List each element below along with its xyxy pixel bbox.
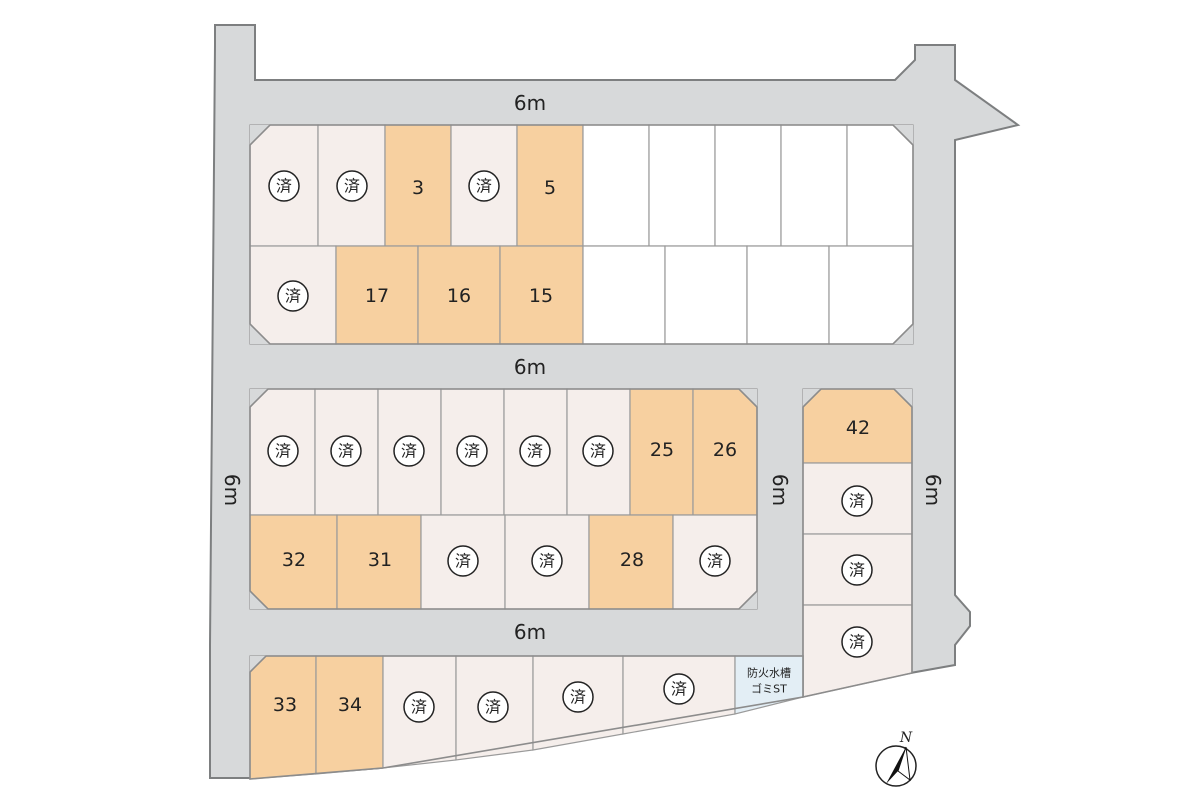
svg-text:済: 済	[464, 442, 480, 461]
sold-mark: 済	[277, 280, 309, 312]
facility-label: 防火水槽	[747, 666, 791, 680]
lot-42[interactable]	[802, 388, 913, 464]
sold-mark: 済	[403, 691, 435, 723]
road-width-label: 6m	[921, 474, 945, 506]
lot-number: 31	[368, 549, 392, 571]
svg-text:済: 済	[275, 442, 291, 461]
lot-unlisted	[846, 124, 914, 247]
road-width-label: 6m	[514, 620, 546, 644]
sold-mark: 済	[841, 554, 873, 586]
svg-text:済: 済	[849, 492, 865, 511]
svg-text:済: 済	[849, 561, 865, 580]
lot-32[interactable]	[249, 514, 338, 610]
sold-mark: 済	[393, 435, 425, 467]
svg-text:済: 済	[338, 442, 354, 461]
svg-text:済: 済	[570, 688, 586, 707]
lot-unlisted	[746, 245, 830, 345]
lot-unlisted	[828, 245, 914, 345]
lot-number: 26	[713, 439, 737, 461]
lot-unlisted	[582, 245, 666, 345]
sold-mark: 済	[699, 545, 731, 577]
svg-text:済: 済	[276, 177, 292, 196]
lot-number: 25	[650, 439, 674, 461]
svg-text:済: 済	[707, 552, 723, 571]
sold-mark: 済	[268, 170, 300, 202]
svg-text:済: 済	[849, 633, 865, 652]
sold-mark: 済	[841, 485, 873, 517]
sold-mark: 済	[582, 435, 614, 467]
svg-text:済: 済	[476, 177, 492, 196]
lot-number: 16	[447, 285, 471, 307]
lot-number: 34	[338, 694, 362, 716]
road-width-label: 6m	[768, 474, 792, 506]
sold-mark: 済	[562, 681, 594, 713]
svg-text:済: 済	[285, 287, 301, 306]
lot-number: 32	[282, 549, 306, 571]
lot-unlisted	[714, 124, 782, 247]
sold-mark: 済	[663, 673, 695, 705]
sold-mark: 済	[531, 545, 563, 577]
lot-5[interactable]	[516, 124, 584, 247]
sold-marks: 済 済 済 済 済 済 済 済 済 済 済 済 済 済 済 済 済 済 済 済	[267, 170, 873, 723]
sold-mark: 済	[336, 170, 368, 202]
svg-text:済: 済	[527, 442, 543, 461]
road-width-label: 6m	[514, 355, 546, 379]
lot-unlisted	[582, 124, 650, 247]
road-width-label: 6m	[514, 91, 546, 115]
facility-label: ゴミST	[751, 682, 787, 696]
svg-text:済: 済	[485, 698, 501, 717]
lot-number: 5	[544, 177, 556, 199]
compass-north-label: N	[899, 730, 913, 746]
svg-text:済: 済	[344, 177, 360, 196]
sold-mark: 済	[519, 435, 551, 467]
lot-number: 33	[273, 694, 297, 716]
svg-text:済: 済	[401, 442, 417, 461]
road-width-label: 6m	[220, 474, 244, 506]
lot-26[interactable]	[692, 388, 758, 516]
block-right	[802, 388, 913, 698]
lot-33[interactable]	[249, 655, 317, 780]
block-middle	[249, 388, 758, 610]
lot-3[interactable]	[384, 124, 452, 247]
svg-text:済: 済	[411, 698, 427, 717]
sold-mark: 済	[477, 691, 509, 723]
sold-mark: 済	[267, 435, 299, 467]
lot-number: 3	[412, 177, 424, 199]
block-bottom	[249, 655, 804, 780]
sold-mark: 済	[330, 435, 362, 467]
svg-text:済: 済	[671, 680, 687, 699]
sold-mark: 済	[841, 626, 873, 658]
lot-28[interactable]	[588, 514, 674, 610]
sold-mark: 済	[468, 170, 500, 202]
lot-25[interactable]	[629, 388, 694, 516]
svg-text:済: 済	[455, 552, 471, 571]
lot-unlisted	[780, 124, 848, 247]
lot-number: 15	[529, 285, 553, 307]
sold-mark: 済	[456, 435, 488, 467]
lot-number: 17	[365, 285, 389, 307]
svg-text:済: 済	[539, 552, 555, 571]
sold-mark: 済	[447, 545, 479, 577]
lot-number: 28	[620, 549, 644, 571]
lot-unlisted	[664, 245, 748, 345]
lot-number: 42	[846, 417, 870, 439]
north-arrow-icon: N	[875, 730, 917, 787]
lot-unlisted	[648, 124, 716, 247]
svg-text:済: 済	[590, 442, 606, 461]
lot-17[interactable]	[335, 245, 419, 345]
block-top	[249, 124, 914, 345]
